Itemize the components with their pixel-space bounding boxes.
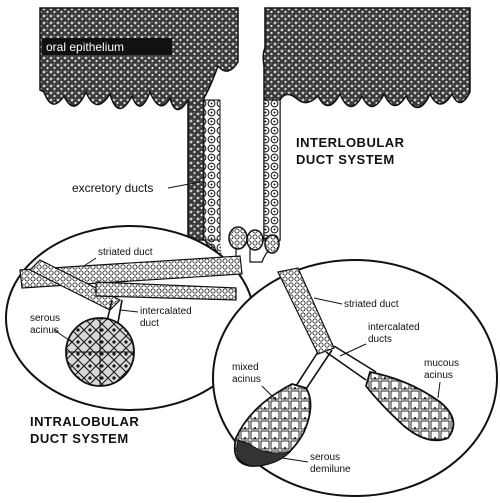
oral-epithelium-label-box bbox=[42, 38, 172, 55]
intercalated-right-label-line2: ducts bbox=[368, 334, 392, 345]
excretory-duct-right-cells bbox=[263, 99, 281, 241]
mixed-acinus-label-line2: acinus bbox=[232, 374, 261, 385]
excretory-ducts-pointer bbox=[167, 181, 201, 189]
interlobular-label-line1: INTERLOBULAR bbox=[296, 135, 405, 150]
oral-epithelium-label: oral epithelium bbox=[46, 40, 124, 54]
mixed-acinus-label-line1: mixed bbox=[232, 362, 259, 373]
serous-acinus-left-label-line1: serous bbox=[30, 313, 60, 324]
intralobular-label-line1: INTRALOBULAR bbox=[30, 414, 139, 429]
excretory-ducts-label: excretory ducts bbox=[72, 181, 153, 195]
left-serous-acinus bbox=[65, 317, 135, 387]
epithelium-right bbox=[262, 7, 471, 241]
excretory-duct-left-cells bbox=[203, 99, 221, 241]
intercalated-right-label-line1: intercalated bbox=[368, 322, 420, 333]
striated-duct-left-pointer bbox=[83, 257, 97, 267]
serous-acinus-left-pointer bbox=[53, 329, 73, 343]
mucous-acinus bbox=[365, 370, 455, 442]
mixed-acinus bbox=[233, 383, 312, 467]
serous-demilune-pointer bbox=[281, 457, 309, 463]
interlobular-label-line2: DUCT SYSTEM bbox=[296, 152, 395, 167]
mucous-acinus-label-line2: acinus bbox=[424, 370, 453, 381]
striated-duct-right-label: striated duct bbox=[344, 299, 399, 310]
right-intercalated-ducts bbox=[291, 345, 377, 393]
mixed-acinus-pointer bbox=[261, 385, 277, 401]
intercalated-left-label-line1: intercalated bbox=[140, 306, 192, 317]
epithelium-left bbox=[39, 7, 239, 241]
striated-duct-right-pointer bbox=[313, 297, 343, 305]
intercalated-left-pointer bbox=[119, 309, 139, 313]
striated-duct-left-label: striated duct bbox=[98, 247, 153, 258]
right-striated-duct bbox=[277, 267, 335, 355]
intralobular-label-line2: DUCT SYSTEM bbox=[30, 431, 129, 446]
intercalated-left-label-line2: duct bbox=[140, 318, 159, 329]
duct-branch-sections bbox=[228, 226, 280, 254]
mucous-acinus-label-line1: mucous bbox=[424, 358, 459, 369]
serous-demilune-label-line2: demilune bbox=[310, 464, 351, 475]
serous-acinus-left-label-line2: acinus bbox=[30, 325, 59, 336]
intercalated-right-pointer bbox=[339, 343, 367, 357]
serous-demilune-label-line1: serous bbox=[310, 452, 340, 463]
mucous-acinus-pointer bbox=[437, 381, 441, 399]
